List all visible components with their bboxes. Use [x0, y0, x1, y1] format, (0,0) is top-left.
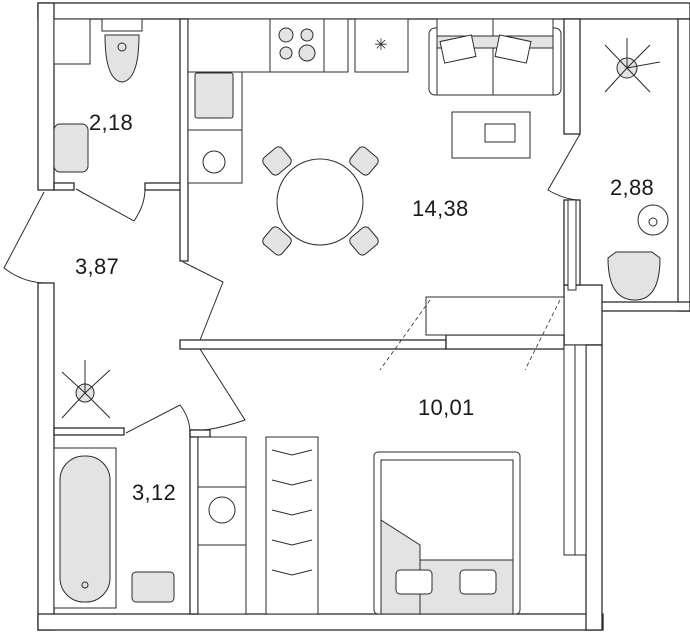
room-area-hallway: 3,87	[75, 254, 120, 279]
bathtub-icon	[53, 447, 117, 609]
room-area-living-kitchen: 14,38	[412, 196, 469, 221]
doors	[3, 133, 581, 434]
plant-icon	[604, 38, 661, 93]
tv-unit	[379, 296, 565, 371]
room-area-bathroom: 3,12	[132, 480, 177, 505]
sofa	[428, 18, 562, 96]
cooktop-icon	[278, 27, 316, 62]
sink-icon	[194, 72, 234, 119]
fridge-icon: ✳	[374, 37, 387, 54]
washing-machine-icon	[202, 150, 226, 174]
armchair	[607, 251, 661, 301]
wardrobe	[265, 436, 319, 615]
outer-walls	[37, 2, 690, 631]
balcony-table	[637, 204, 669, 236]
fridge	[354, 18, 409, 73]
washbasin-icon	[53, 123, 89, 173]
room-area-bathroom-wc: 2,18	[89, 110, 134, 135]
bathroom-cabinets	[197, 436, 247, 615]
dining-table	[262, 146, 379, 256]
windows	[563, 199, 587, 556]
toilet-icon	[101, 18, 143, 83]
room-area-balcony: 2,88	[610, 175, 655, 200]
bed	[373, 451, 521, 615]
shower-tray	[53, 18, 91, 65]
washbasin-icon	[131, 571, 175, 603]
room-area-bedroom: 10,01	[418, 395, 475, 420]
desk-with-laptop	[451, 111, 531, 159]
plant-icon	[61, 360, 111, 419]
